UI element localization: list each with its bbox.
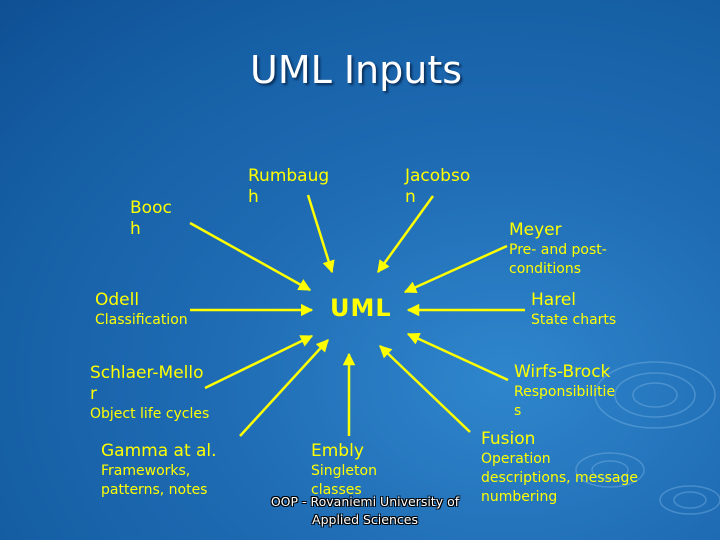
node-embly: Embly Singleton classes: [311, 441, 377, 500]
arrow-rumbaugh: [306, 194, 335, 274]
uml-hub-label: UML: [330, 294, 392, 322]
arrow-booch: [189, 221, 312, 292]
arrow-shlaer-mellor: [204, 334, 314, 390]
node-harel: Harel State charts: [531, 290, 616, 330]
node-rumbaugh: Rumbaug h: [248, 166, 329, 208]
node-odell-name: Odell: [95, 290, 140, 310]
node-booch-name: Booc h: [130, 198, 172, 239]
node-jacobson-name: Jacobso n: [405, 166, 471, 207]
node-meyer: Meyer Pre- and post- conditions: [509, 220, 607, 279]
node-wirfs-brock-sub: Responsibilitie s: [514, 384, 616, 419]
node-embly-sub: Singleton classes: [311, 463, 377, 498]
node-embly-name: Embly: [311, 441, 364, 461]
slide-title: UML Inputs: [250, 48, 463, 92]
node-wirfs-brock-name: Wirfs-Brock: [514, 362, 611, 382]
node-fusion-sub: Operation descriptions, message numberin…: [481, 451, 638, 505]
arrow-fusion: [379, 345, 471, 433]
node-gamma-name: Gamma at al.: [101, 441, 217, 461]
node-jacobson: Jacobso n: [405, 166, 470, 208]
node-shlaer-mellor-name: Schlaer-Mello r: [90, 363, 204, 404]
node-rumbaugh-name: Rumbaug h: [248, 166, 330, 207]
arrow-jacobson: [376, 195, 435, 274]
node-fusion: Fusion Operation descriptions, message n…: [481, 429, 638, 507]
node-harel-name: Harel: [531, 290, 576, 310]
node-gamma: Gamma at al. Frameworks, patterns, notes: [101, 441, 217, 500]
node-meyer-name: Meyer: [509, 220, 562, 240]
node-meyer-sub: Pre- and post- conditions: [509, 242, 607, 277]
node-wirfs-brock: Wirfs-Brock Responsibilitie s: [514, 362, 615, 421]
node-odell-sub: Classification: [95, 312, 188, 328]
node-shlaer-mellor-sub: Object life cycles: [90, 406, 210, 422]
node-booch: Booc h: [130, 198, 172, 240]
arrow-gamma: [239, 339, 329, 437]
node-shlaer-mellor: Schlaer-Mello r Object life cycles: [90, 363, 209, 424]
node-gamma-sub: Frameworks, patterns, notes: [101, 463, 208, 498]
slide-footer: OOP - Rovaniemi University of Applied Sc…: [270, 494, 460, 527]
node-fusion-name: Fusion: [481, 429, 536, 449]
node-odell: Odell Classification: [95, 290, 188, 330]
node-harel-sub: State charts: [531, 312, 617, 328]
arrow-wirfs-brock: [406, 332, 509, 382]
arrow-meyer: [403, 244, 508, 294]
